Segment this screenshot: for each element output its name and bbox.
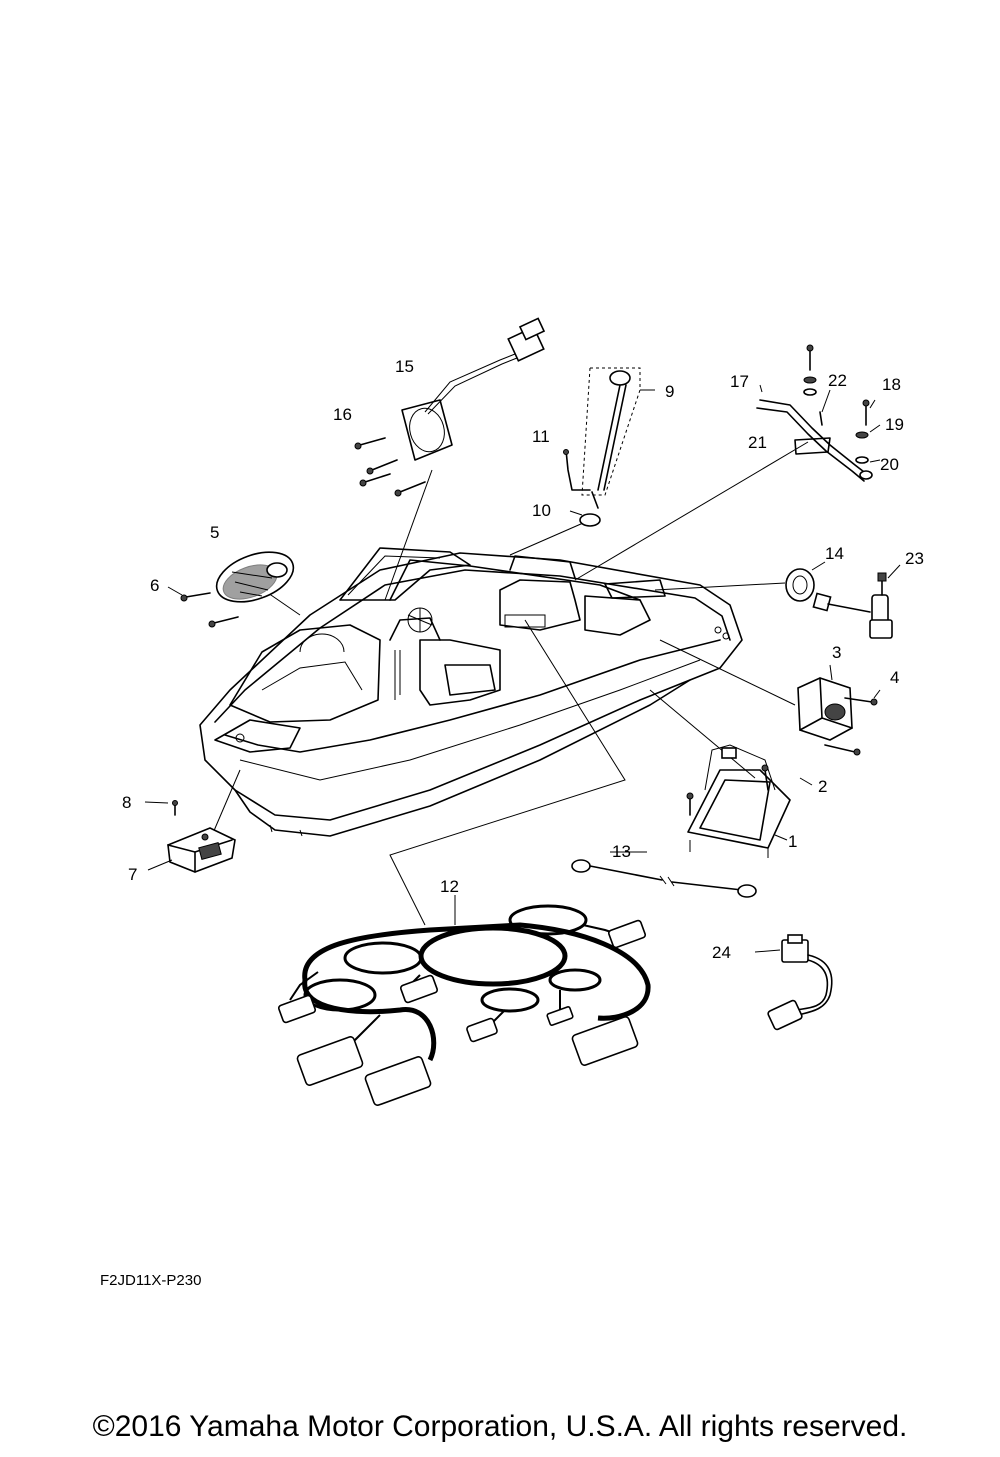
leader-lines — [209, 441, 809, 926]
part-4-screws — [824, 689, 881, 756]
callout-21: 21 — [748, 433, 767, 452]
part-11-clip — [563, 449, 591, 491]
part-13-battery-cable — [571, 851, 757, 898]
part-17-bracket — [756, 384, 873, 482]
part-15-speaker-mount — [401, 317, 546, 461]
callout-1: 1 — [788, 832, 797, 851]
callout-9: 9 — [665, 382, 674, 401]
callout-5: 5 — [210, 523, 219, 542]
callout-10: 10 — [532, 501, 551, 520]
callout-22: 22 — [828, 371, 847, 390]
part-18-19-20-22-fasteners — [803, 344, 881, 464]
callout-3: 3 — [832, 643, 841, 662]
callout-7: 7 — [128, 865, 137, 884]
part-1-battery-tray — [687, 744, 791, 858]
callout-19: 19 — [885, 415, 904, 434]
callout-18: 18 — [882, 375, 901, 394]
callout-6: 6 — [150, 576, 159, 595]
callout-16: 16 — [333, 405, 352, 424]
part-10-grommet — [569, 491, 601, 527]
part-6-screws — [167, 586, 239, 628]
part-16-screws — [354, 437, 426, 497]
part-3-switch-box — [797, 664, 853, 741]
callout-labels: 1 2 3 4 5 6 7 8 9 10 11 12 13 14 15 16 1… — [122, 357, 924, 962]
callout-15: 15 — [395, 357, 414, 376]
callout-23: 23 — [905, 549, 924, 568]
callout-4: 4 — [890, 668, 899, 687]
callout-14: 14 — [825, 544, 844, 563]
boat-hull — [199, 547, 743, 837]
copyright-notice: ©2016 Yamaha Motor Corporation, U.S.A. A… — [92, 1410, 908, 1443]
part-14-grommet — [785, 561, 826, 602]
callout-8: 8 — [122, 793, 131, 812]
part-7-nav-light — [147, 827, 236, 873]
part-8-screw — [144, 800, 178, 816]
callout-12: 12 — [440, 877, 459, 896]
part-23-sensor — [812, 564, 901, 639]
callout-17: 17 — [730, 372, 749, 391]
callout-24: 24 — [712, 943, 731, 962]
part-9-hose — [581, 367, 655, 496]
callout-2: 2 — [818, 777, 827, 796]
callout-11: 11 — [532, 427, 550, 446]
part-5-speaker — [215, 551, 295, 603]
callout-20: 20 — [880, 455, 899, 474]
part-2-screws — [686, 764, 813, 816]
part-12-wire-harness — [277, 895, 651, 1106]
diagram-code: F2JD11X-P230 — [100, 1272, 202, 1289]
part-24-sub-harness — [754, 934, 833, 1031]
callout-13: 13 — [612, 842, 631, 861]
